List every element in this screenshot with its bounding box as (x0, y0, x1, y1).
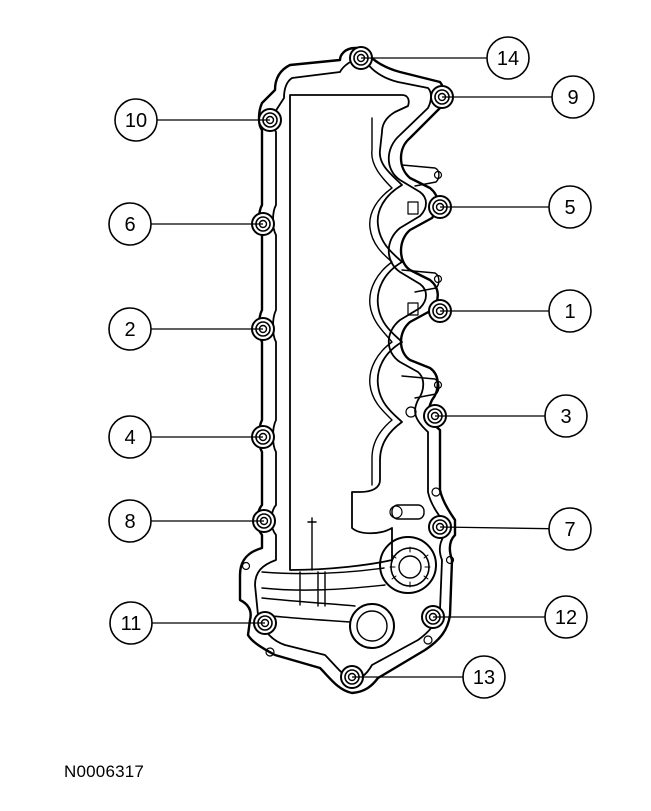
callout-circle-10 (114, 98, 158, 142)
figure-id: N0006317 (64, 762, 145, 781)
flange-hole-left (265, 647, 275, 657)
callout-circle-4 (108, 415, 152, 459)
flange-hole-right-mid (445, 555, 455, 565)
callout-circle-11 (109, 601, 153, 645)
flange-hole-right (423, 635, 433, 645)
bracket-mid-lower (401, 375, 440, 399)
cover-inner-channel (289, 94, 410, 571)
cover-outer-outline (238, 46, 457, 695)
tab-hole-1 (433, 170, 443, 180)
tab-hole-2 (433, 274, 443, 284)
pcv-fitting (391, 504, 425, 520)
oil-filler-teeth (389, 546, 431, 588)
tab-hole-3 (433, 380, 443, 390)
bracket-mid-upper (401, 269, 440, 293)
callout-circle-5 (548, 185, 592, 229)
callout-circle-7 (548, 507, 592, 551)
callout-label-4: 4 (124, 427, 135, 449)
callout-label-1: 1 (564, 301, 575, 323)
stud-mid (407, 302, 419, 316)
callout-circle-8 (108, 499, 152, 543)
callout-circle-1 (548, 289, 592, 333)
callout-circle-6 (108, 202, 152, 246)
callout-label-14: 14 (497, 48, 519, 70)
stud-lower (405, 406, 417, 418)
callout-label-11: 11 (121, 613, 142, 635)
callout-label-13: 13 (473, 667, 495, 689)
callout-circle-12 (544, 595, 588, 639)
cover-ribs (261, 517, 386, 623)
callout-label-9: 9 (567, 87, 578, 109)
tab-hole-4 (431, 487, 441, 497)
leader-line-7 (439, 526, 550, 530)
lower-port-outer (349, 603, 395, 649)
bolts (251, 46, 454, 689)
callout-circle-13 (462, 655, 506, 699)
flange-hole-left-mid (241, 561, 251, 571)
callout-label-2: 2 (124, 319, 135, 341)
oil-filler-outer (379, 536, 437, 594)
stud-upper (407, 201, 419, 215)
callout-label-10: 10 (125, 110, 147, 132)
callout-label-7: 7 (564, 519, 575, 541)
callout-label-12: 12 (555, 607, 577, 629)
oil-filler-mid (390, 547, 430, 587)
callout-label-3: 3 (560, 406, 571, 428)
cover-ridge-line (369, 117, 393, 486)
lower-port-inner (356, 610, 388, 642)
pcv-fitting-end (389, 505, 403, 519)
callout-label-8: 8 (124, 511, 135, 533)
callout-circle-14 (486, 36, 530, 80)
valve-cover-body (238, 46, 457, 695)
bracket-upper (401, 164, 440, 187)
callout-label-5: 5 (564, 197, 575, 219)
callout-circle-3 (544, 394, 588, 438)
callout-circle-9 (551, 75, 595, 119)
callout-label-6: 6 (124, 214, 135, 236)
callout-circle-2 (108, 307, 152, 351)
oil-filler-inner (398, 555, 422, 579)
cover-gasket-line (254, 59, 445, 681)
